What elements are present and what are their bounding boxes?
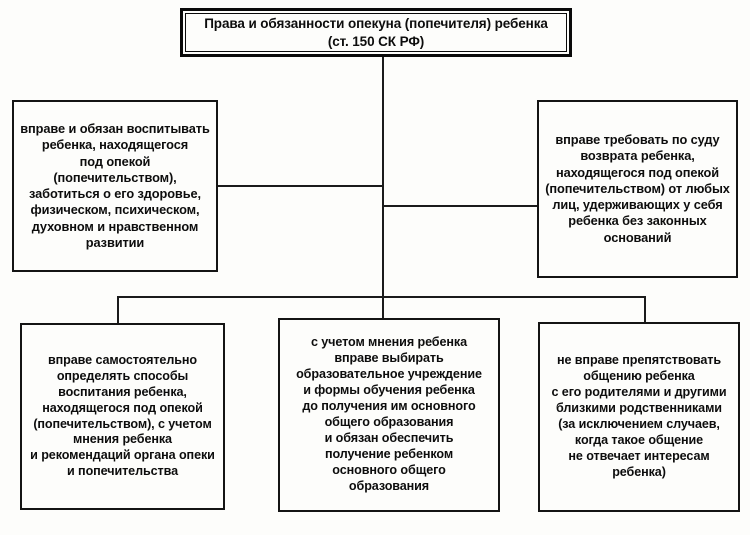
root-node-inner-frame: Права и обязанности опекуна (попечителя)… bbox=[185, 13, 567, 52]
connector-trunk-vertical bbox=[382, 57, 384, 297]
node-upbringing: вправе и обязан воспитывать ребенка, нах… bbox=[12, 100, 218, 272]
node-upbringing-label: вправе и обязан воспитывать ребенка, нах… bbox=[20, 121, 210, 250]
node-return-child: вправе требовать по суду возврата ребенк… bbox=[537, 100, 738, 278]
node-upbringing-methods: вправе самостоятельно определять способы… bbox=[20, 323, 225, 510]
node-contact-with-relatives-label: не вправе препятствовать общению ребенка… bbox=[551, 353, 727, 479]
node-return-child-label: вправе требовать по суду возврата ребенк… bbox=[545, 132, 730, 245]
node-education-choice-label: с учетом мнения ребенка вправе выбирать … bbox=[296, 335, 482, 493]
connector-to-return bbox=[382, 205, 538, 207]
node-contact-with-relatives: не вправе препятствовать общению ребенка… bbox=[538, 322, 740, 512]
node-education-choice: с учетом мнения ребенка вправе выбирать … bbox=[278, 318, 500, 512]
connector-to-education bbox=[382, 296, 384, 319]
connector-to-upbringing bbox=[218, 185, 384, 187]
root-node-label: Права и обязанности опекуна (попечителя)… bbox=[204, 15, 548, 49]
connector-to-contact bbox=[644, 296, 646, 323]
node-upbringing-methods-label: вправе самостоятельно определять способы… bbox=[30, 352, 215, 479]
connector-bottom-bus bbox=[117, 296, 646, 298]
connector-to-methods bbox=[117, 296, 119, 324]
root-node-rights-and-duties: Права и обязанности опекуна (попечителя)… bbox=[180, 8, 572, 57]
